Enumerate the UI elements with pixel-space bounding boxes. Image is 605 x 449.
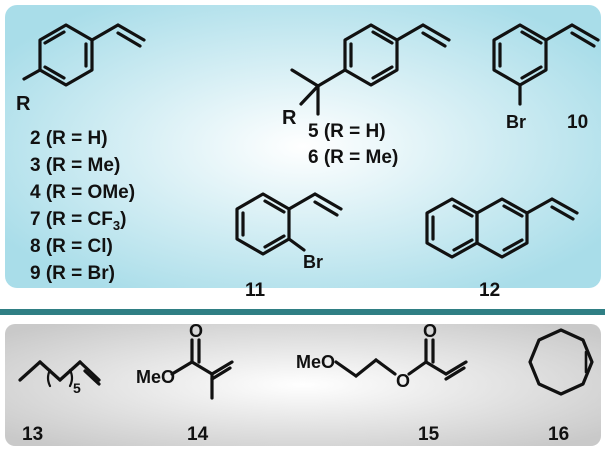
bottom-panel [5,324,601,446]
structure-meta-bromostyrene [492,23,600,106]
carbonyl-o-15: O [423,321,437,341]
structure-methyl-methacrylate [170,338,234,400]
compound-number-15: 15 [418,424,440,445]
compound-number-13: 13 [22,424,43,445]
br-label-ortho: Br [303,252,323,272]
carbonyl-o-14: O [189,321,203,341]
entry-list-tert-alkyl-styrene: 5 (R = H) 6 (R = Me) [308,121,398,168]
compound-number-10: 10 [567,112,588,133]
compound-number-12: 12 [479,280,500,301]
entry-para-4: 7 (R = CF3) [30,209,126,233]
entry-tert-2: 6 (R = Me) [308,147,398,168]
entry-para-6: 9 (R = Br) [30,263,115,284]
r-label-tert: R [282,107,297,129]
ester-o-15: O [396,371,410,391]
compound-number-11: 11 [245,280,266,301]
structure-methoxyethyl-acrylate [334,338,468,381]
structure-octene [18,360,101,388]
r-label-para: R [16,93,31,115]
compound-number-16: 16 [548,424,569,445]
ether-meo-15: MeO [296,352,335,372]
structure-ortho-bromostyrene [235,192,343,256]
top-panel [5,5,601,288]
entry-para-3: 4 (R = OMe) [30,182,135,203]
entry-para-1: 2 (R = H) [30,128,108,149]
br-label-meta: Br [506,112,526,132]
repeat-count-13: 5 [73,380,81,396]
ester-meo-14: MeO [136,367,175,387]
structure-vinylnaphthalene [425,197,579,259]
entry-para-5: 8 (R = Cl) [30,236,113,257]
entry-tert-1: 5 (R = H) [308,121,386,142]
entry-para-2: 3 (R = Me) [30,155,120,176]
structure-tert-alkyl-styrene [290,23,451,116]
subscript: 3 [113,218,120,233]
structure-para-styrene [22,23,146,87]
compound-number-14: 14 [187,424,209,445]
entry-list-para-styrene: 2 (R = H) 3 (R = Me) 4 (R = OMe) 7 (R = … [30,128,135,284]
section-divider [0,309,605,315]
structure-cyclooctene [528,328,594,396]
